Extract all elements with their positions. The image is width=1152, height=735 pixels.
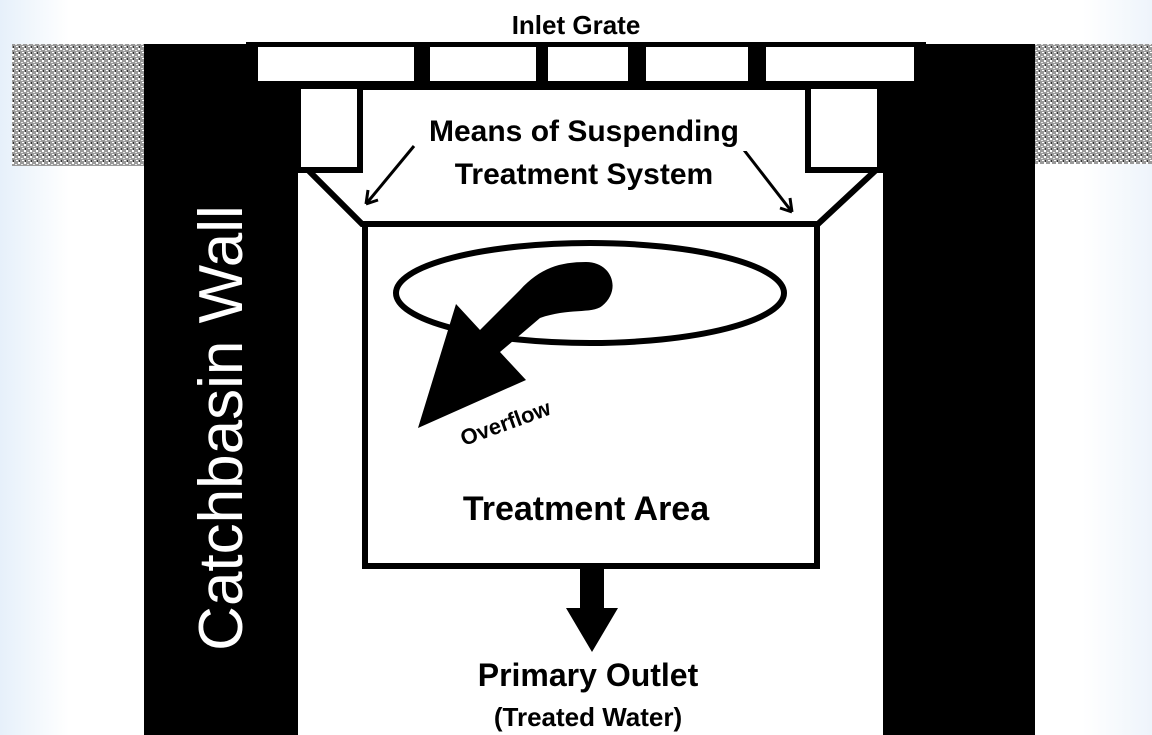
catchbasin-wall-right <box>883 44 1035 735</box>
suspension-pointer-left <box>364 145 416 206</box>
catchbasin-wall-label: Catchbasin Wall <box>187 205 256 651</box>
grate-slot-5 <box>766 47 914 81</box>
suspension-label-bg-1 <box>416 115 750 151</box>
grate-slot-4 <box>646 47 748 81</box>
inlet-grate-label: Inlet Grate <box>512 10 641 40</box>
grate-slot-3 <box>548 47 628 81</box>
suspension-label-line1: Means of Suspending <box>429 115 739 148</box>
catchbasin-wall-left <box>144 44 298 735</box>
suspension-pointer-right <box>742 149 794 214</box>
ground-left <box>12 44 145 166</box>
overflow-arrow <box>418 262 613 428</box>
outlet-label-line1: Primary Outlet <box>478 657 699 693</box>
grate-slot-2 <box>430 47 536 81</box>
grate-underside <box>360 86 808 90</box>
left-support-bracket <box>295 83 363 173</box>
suspension-label-line2: Treatment System <box>455 158 713 191</box>
right-support-bracket <box>805 83 883 173</box>
outlet-label-line2: (Treated Water) <box>494 702 682 732</box>
overflow-ring <box>393 240 787 346</box>
ground-right <box>1035 44 1152 164</box>
treatment-area-label: Treatment Area <box>463 490 710 528</box>
primary-outlet-arrow <box>566 568 618 652</box>
grate-slot-1 <box>258 47 414 81</box>
